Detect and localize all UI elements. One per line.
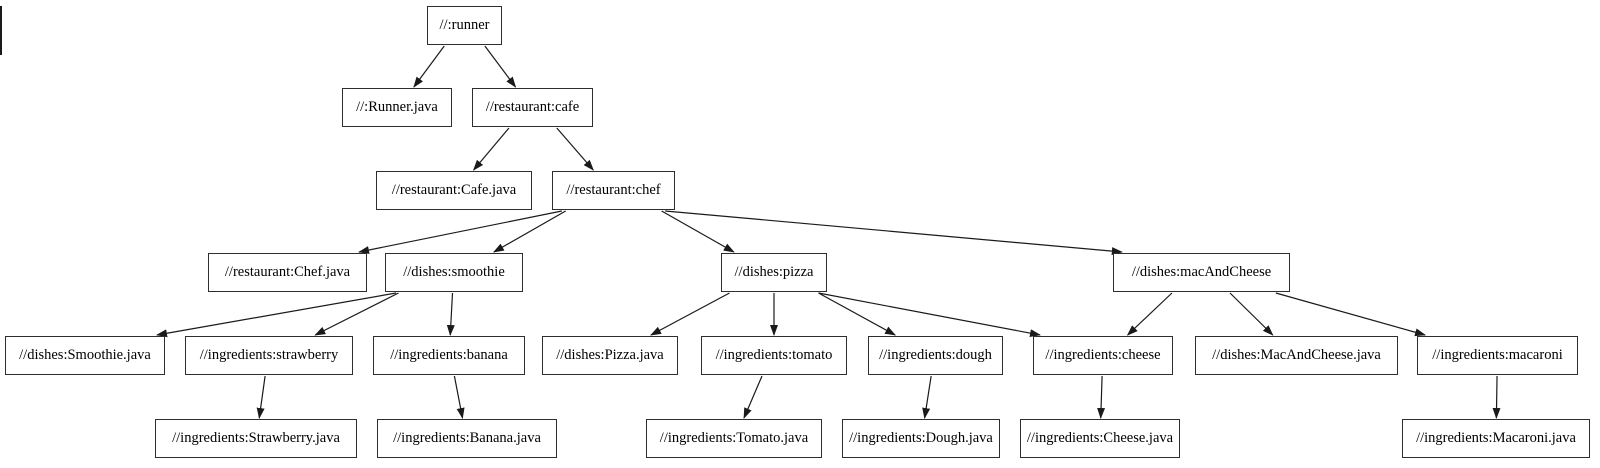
graph-node-runner: //:runner: [427, 6, 502, 45]
graph-node-dough_java: //ingredients:Dough.java: [842, 419, 1000, 458]
edge-strawberry-to-strawberry_java: [256, 375, 266, 419]
graph-node-runner_java: //:Runner.java: [342, 88, 452, 127]
edge-macaroni-to-macaroni_java: [1492, 375, 1501, 419]
edge-chef-to-macandcheese: [665, 210, 1123, 256]
graph-node-label: //ingredients:Strawberry.java: [172, 430, 340, 446]
graph-node-label: //restaurant:cafe: [485, 99, 580, 115]
graph-node-label: //dishes:macAndCheese: [1131, 264, 1272, 280]
graph-node-tomato_java: //ingredients:Tomato.java: [646, 419, 822, 458]
window-edge-line: [0, 6, 2, 55]
edge-banana-to-banana_java: [453, 375, 465, 419]
graph-node-macaroni_java: //ingredients:Macaroni.java: [1402, 419, 1590, 458]
graph-node-chef: //restaurant:chef: [552, 171, 675, 210]
edge-macandcheese-to-cheese: [1126, 292, 1173, 336]
graph-node-label: //ingredients:macaroni: [1432, 347, 1563, 363]
graph-node-label: //ingredients:Cheese.java: [1026, 430, 1174, 446]
edge-macandcheese-to-macandcheese_java: [1229, 292, 1274, 336]
edge-smoothie-to-strawberry: [314, 292, 399, 336]
graph-node-cafe_java: //restaurant:Cafe.java: [376, 171, 532, 210]
graph-node-banana_java: //ingredients:Banana.java: [377, 419, 557, 458]
graph-node-tomato: //ingredients:tomato: [701, 336, 847, 375]
edge-cafe-to-cafe_java: [472, 127, 510, 171]
edge-runner-to-runner_java: [413, 45, 445, 88]
graph-node-label: //ingredients:banana: [390, 347, 508, 363]
edge-pizza-to-dough: [818, 292, 897, 336]
graph-node-label: //ingredients:Tomato.java: [659, 430, 809, 446]
graph-node-label: //restaurant:chef: [566, 182, 661, 198]
graph-node-strawberry_java: //ingredients:Strawberry.java: [155, 419, 357, 458]
edge-smoothie-to-smoothie_java: [156, 292, 397, 338]
edge-pizza-to-cheese: [818, 292, 1041, 338]
graph-node-label: //dishes:MacAndCheese.java: [1212, 347, 1381, 363]
graph-node-chef_java: //restaurant:Chef.java: [208, 253, 367, 292]
graph-node-smoothie_java: //dishes:Smoothie.java: [5, 336, 165, 375]
graph-node-macaroni: //ingredients:macaroni: [1417, 336, 1578, 375]
edge-chef-to-smoothie: [493, 210, 566, 253]
edge-chef-to-pizza: [661, 210, 735, 253]
graph-node-label: //dishes:Smoothie.java: [19, 347, 151, 363]
graph-node-strawberry: //ingredients:strawberry: [185, 336, 353, 375]
graph-node-label: //ingredients:Macaroni.java: [1416, 430, 1576, 446]
graph-node-label: //:Runner.java: [356, 99, 438, 115]
graph-node-dough: //ingredients:dough: [868, 336, 1003, 375]
graph-node-macandcheese: //dishes:macAndCheese: [1113, 253, 1290, 292]
edge-tomato-to-tomato_java: [743, 375, 763, 419]
graph-node-cheese_java: //ingredients:Cheese.java: [1020, 419, 1180, 458]
edge-chef-to-chef_java: [358, 210, 562, 254]
graph-node-label: //:runner: [439, 17, 490, 33]
graph-node-smoothie: //dishes:smoothie: [385, 253, 523, 292]
graph-node-label: //ingredients:strawberry: [199, 347, 339, 363]
graph-node-label: //ingredients:Banana.java: [393, 430, 541, 446]
edge-cafe-to-chef: [556, 127, 594, 171]
edge-runner-to-cafe: [484, 45, 517, 88]
graph-node-pizza_java: //dishes:Pizza.java: [542, 336, 678, 375]
graph-node-cheese: //ingredients:cheese: [1033, 336, 1173, 375]
graph-node-label: //dishes:Pizza.java: [556, 347, 664, 363]
graph-node-label: //dishes:smoothie: [403, 264, 505, 280]
graph-node-label: //restaurant:Chef.java: [224, 264, 351, 280]
graph-node-label: //ingredients:cheese: [1045, 347, 1161, 363]
edge-cheese-to-cheese_java: [1097, 375, 1106, 419]
edge-dough-to-dough_java: [922, 375, 932, 419]
graph-node-cafe: //restaurant:cafe: [472, 88, 593, 127]
graph-node-label: //restaurant:Cafe.java: [391, 182, 517, 198]
edge-macandcheese-to-macaroni: [1275, 292, 1427, 337]
graph-node-label: //dishes:pizza: [734, 264, 814, 280]
graph-node-macandcheese_java: //dishes:MacAndCheese.java: [1195, 336, 1398, 375]
edge-smoothie-to-banana: [446, 292, 455, 336]
graph-node-banana: //ingredients:banana: [373, 336, 525, 375]
graph-node-label: //ingredients:tomato: [715, 347, 833, 363]
graph-node-label: //ingredients:Dough.java: [849, 430, 993, 446]
graph-node-label: //ingredients:dough: [879, 347, 992, 363]
graph-node-pizza: //dishes:pizza: [721, 253, 827, 292]
edge-pizza-to-pizza_java: [650, 292, 730, 336]
